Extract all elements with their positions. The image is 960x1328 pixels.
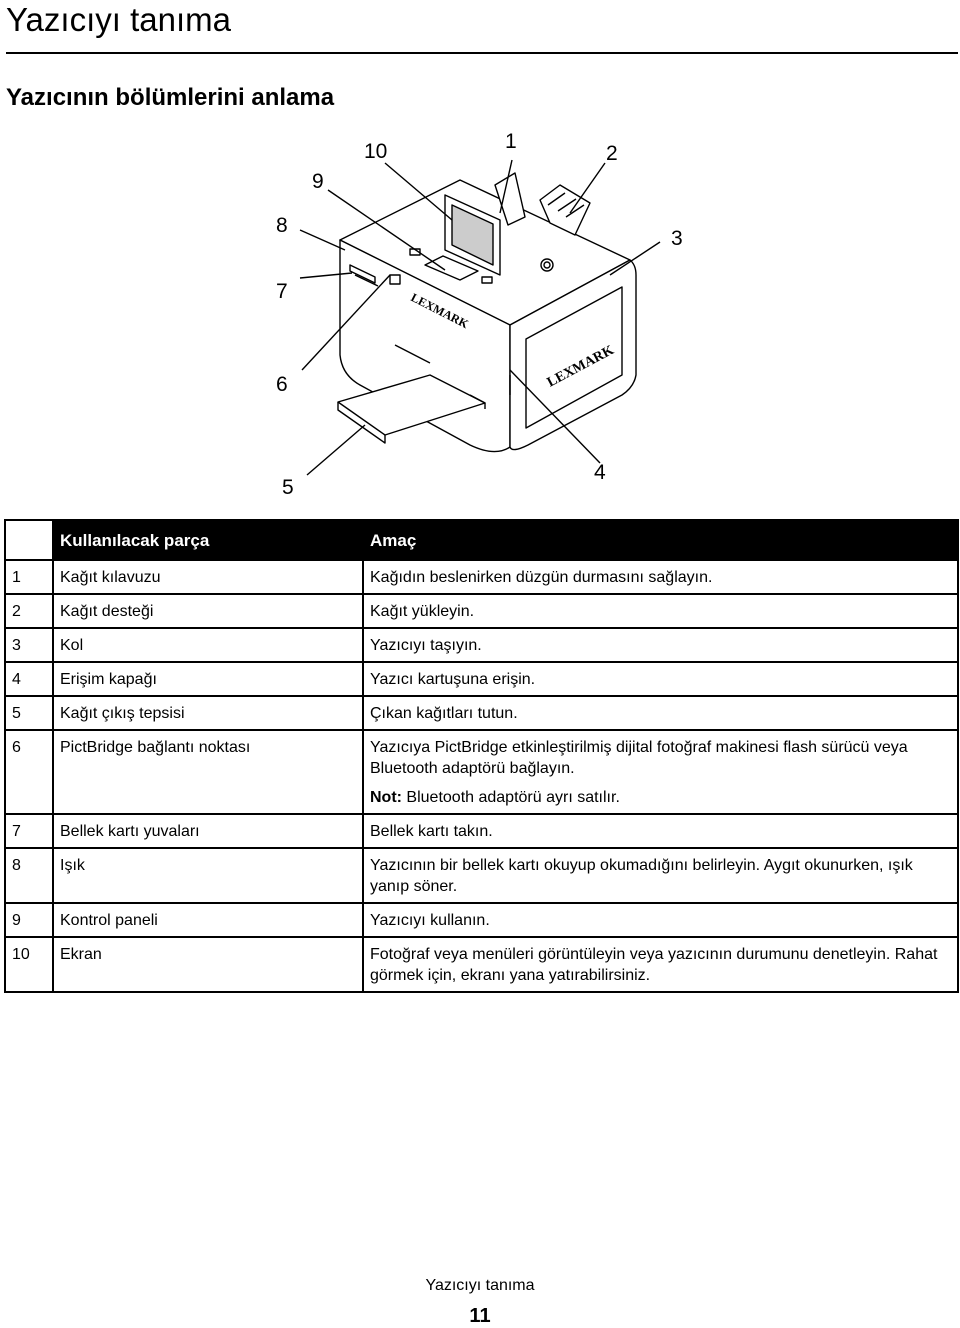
note-text: Bluetooth adaptörü ayrı satılır. — [401, 789, 620, 806]
row-part: Erişim kapağı — [52, 661, 364, 697]
callout-6: 6 — [276, 373, 288, 396]
table-row: 2 Kağıt desteği Kağıt yükleyin. — [4, 593, 959, 629]
row-part: Işık — [52, 847, 364, 904]
header-part: Kullanılacak parça — [52, 519, 364, 561]
row-number: 3 — [4, 627, 54, 663]
row-number: 2 — [4, 593, 54, 629]
table-row: 6 PictBridge bağlantı noktası Yazıcıya P… — [4, 729, 959, 815]
page-title: Yazıcıyı tanıma — [6, 1, 231, 38]
row-part: Kağıt kılavuzu — [52, 559, 364, 595]
row-purpose-with-note: Yazıcıya PictBridge etkinleştirilmiş dij… — [362, 729, 959, 815]
row-purpose: Yazıcı kartuşuna erişin. — [362, 661, 959, 697]
callout-10: 10 — [364, 140, 388, 163]
callout-5: 5 — [282, 476, 294, 499]
control-panel — [424, 255, 479, 281]
row-number: 9 — [4, 902, 54, 938]
row-number: 8 — [4, 847, 54, 904]
row-part: Bellek kartı yuvaları — [52, 813, 364, 849]
header-purpose: Amaç — [362, 519, 959, 561]
callout-7: 7 — [276, 280, 288, 303]
row-part: Kol — [52, 627, 364, 663]
paper-support — [539, 184, 591, 236]
row-number: 10 — [4, 936, 54, 993]
row-purpose: Çıkan kağıtları tutun. — [362, 695, 959, 731]
row-purpose: Kağıt yükleyin. — [362, 593, 959, 629]
footer-title: Yazıcıyı tanıma — [425, 1277, 535, 1294]
row-purpose: Kağıdın beslenirken düzgün durmasını sağ… — [362, 559, 959, 595]
callout-4: 4 — [594, 461, 606, 484]
note: Not: Bluetooth adaptörü ayrı satılır. — [370, 787, 951, 808]
callout-2: 2 — [606, 142, 618, 165]
row-part: Ekran — [52, 936, 364, 993]
table-row: 10 Ekran Fotoğraf veya menüleri görüntül… — [4, 936, 959, 993]
row-purpose: Yazıcının bir bellek kartı okuyup okumad… — [362, 847, 959, 904]
callout-9: 9 — [312, 170, 324, 193]
row-purpose: Bellek kartı takın. — [362, 813, 959, 849]
parts-table: Kullanılacak parça Amaç 1 Kağıt kılavuzu… — [4, 519, 959, 993]
row-part: Kağıt çıkış tepsisi — [52, 695, 364, 731]
row-purpose: Yazıcıya PictBridge etkinleştirilmiş dij… — [370, 739, 908, 777]
row-part: PictBridge bağlantı noktası — [52, 729, 364, 815]
row-number: 7 — [4, 813, 54, 849]
table-row: 8 Işık Yazıcının bir bellek kartı okuyup… — [4, 847, 959, 904]
row-number: 6 — [4, 729, 54, 815]
title-rule — [6, 52, 958, 54]
table-row: 5 Kağıt çıkış tepsisi Çıkan kağıtları tu… — [4, 695, 959, 731]
table-row: 7 Bellek kartı yuvaları Bellek kartı tak… — [4, 813, 959, 849]
callout-1: 1 — [505, 130, 517, 153]
page-number: 11 — [469, 1305, 491, 1327]
callout-8: 8 — [276, 214, 288, 237]
memory-card-slots — [349, 264, 376, 284]
row-number: 1 — [4, 559, 54, 595]
row-purpose: Yazıcıyı taşıyın. — [362, 627, 959, 663]
table-row: 1 Kağıt kılavuzu Kağıdın beslenirken düz… — [4, 559, 959, 595]
callout-3: 3 — [671, 227, 683, 250]
row-part: Kağıt desteği — [52, 593, 364, 629]
section-title: Yazıcının bölümlerini anlama — [6, 84, 335, 111]
row-purpose: Fotoğraf veya menüleri görüntüleyin veya… — [362, 936, 959, 993]
header-number-cell — [4, 519, 54, 561]
table-row: 9 Kontrol paneli Yazıcıyı kullanın. — [4, 902, 959, 938]
row-purpose: Yazıcıyı kullanın. — [362, 902, 959, 938]
printer-illustration: LEXMARK LEXMARK — [299, 159, 661, 476]
row-part: Kontrol paneli — [52, 902, 364, 938]
table-header-row: Kullanılacak parça Amaç — [4, 519, 959, 561]
row-number: 5 — [4, 695, 54, 731]
row-number: 4 — [4, 661, 54, 697]
table-row: 4 Erişim kapağı Yazıcı kartuşuna erişin. — [4, 661, 959, 697]
table-row: 3 Kol Yazıcıyı taşıyın. — [4, 627, 959, 663]
note-label: Not: — [370, 789, 402, 806]
